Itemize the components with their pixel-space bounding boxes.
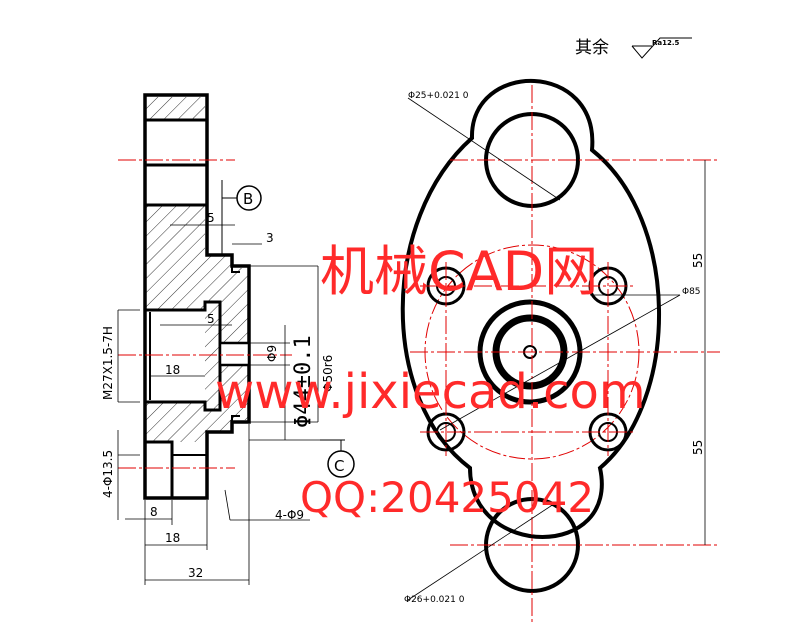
flange-outline (400, 79, 661, 539)
dim-phi44: Φ44±0.1 (291, 335, 316, 428)
watermark: 机械CAD网 www.jixiecad.com QQ:20425042 (215, 240, 646, 522)
dim-55-lower: 55 (691, 440, 705, 455)
dim-5-mid: 5 (207, 312, 215, 326)
dim-3: 3 (266, 231, 274, 245)
roughness-value: Ra12.5 (652, 39, 680, 47)
dim-32: 32 (188, 566, 203, 580)
hatch-top (145, 97, 205, 119)
dim-5-top: 5 (207, 211, 215, 225)
watermark-url: www.jixiecad.com (215, 364, 646, 420)
dim-phi25: Φ25+0.021 0 (408, 91, 469, 101)
surface-finish-symbol (631, 37, 692, 59)
dim-phi9: Φ9 (265, 345, 279, 362)
dim-18-inner: 18 (165, 363, 180, 377)
pin-label: 4-Φ9 (275, 508, 304, 522)
holes-label: 4-Φ13.5 (101, 450, 115, 498)
datum-b: B (243, 190, 253, 208)
dim-phi26: Φ26+0.021 0 (404, 595, 465, 605)
front-view: Φ25+0.021 0 Φ26+0.021 0 Φ85 55 55 (400, 79, 720, 625)
surface-finish-note: 其余 Ra12.5 (575, 37, 692, 59)
section-view: B C (101, 93, 355, 585)
dim-18-bottom: 18 (165, 531, 180, 545)
surface-finish-label: 其余 (575, 38, 609, 58)
dim-8: 8 (150, 505, 158, 519)
thread-label: M27X1.5-7H (101, 326, 115, 400)
pin-hole (218, 341, 251, 367)
dim-phi85: Φ85 (682, 287, 701, 297)
datum-c: C (334, 457, 344, 475)
watermark-qq: QQ:20425042 (300, 473, 594, 522)
section-dimension-lines (117, 224, 340, 585)
watermark-title: 机械CAD网 (320, 240, 598, 303)
dim-55-upper: 55 (691, 253, 705, 268)
front-dimension-lines (407, 97, 706, 601)
front-centerlines (410, 85, 720, 625)
hatch-body (145, 205, 248, 442)
dim-phi50: Φ50r6 (321, 355, 335, 392)
